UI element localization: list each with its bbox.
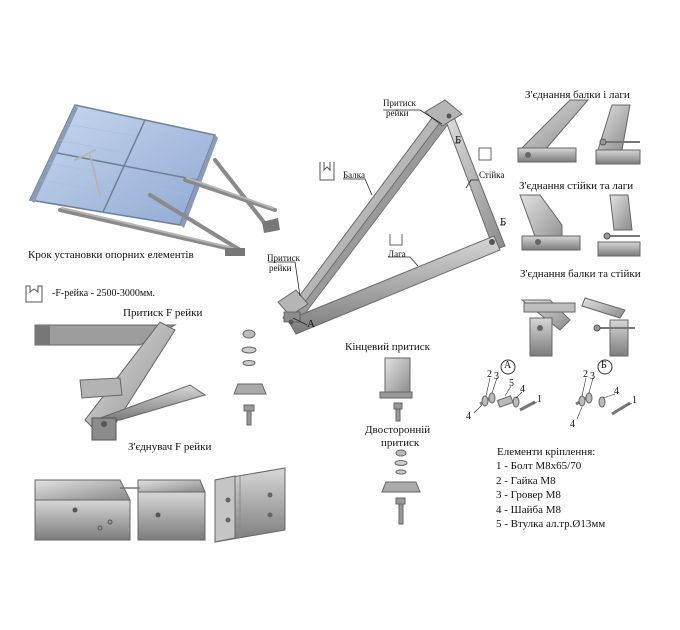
- tube-section-icon: [478, 147, 492, 161]
- fastener-b-num-4-top: 4: [614, 386, 619, 397]
- circle-mark-a: А: [504, 360, 512, 371]
- circle-mark-b: Б: [601, 360, 607, 371]
- double-clamp-title-line2: притиск: [381, 437, 420, 449]
- rail-length-note: -F-рейка - 2500-3000мм.: [52, 288, 155, 299]
- f-rail-connector-detail: [34, 479, 206, 541]
- label-leader-lines: [268, 109, 505, 326]
- beam-post-detail: [520, 297, 635, 357]
- pressure-top-label-2: рейки: [386, 108, 409, 118]
- fastener-a-num-1: 1: [537, 394, 542, 405]
- mark-a: А: [307, 318, 315, 330]
- beam-lag-detail: [517, 99, 641, 165]
- clamp-f-title: Притиск F рейки: [123, 307, 203, 319]
- fastener-b-num-3: 3: [590, 371, 595, 382]
- fastener-item: 3 - Гровер М8: [496, 489, 561, 501]
- f-rail-clamp-detail: [34, 321, 207, 441]
- post-lag-detail: [519, 194, 641, 257]
- main-triangle-frame: [277, 99, 506, 335]
- rail-profile-small-icon: [389, 234, 403, 246]
- fastener-item: 5 - Втулка ал.тр.Ø13мм: [496, 518, 606, 530]
- solar-array-illustration: [28, 104, 280, 256]
- fastener-a-num-5: 5: [509, 378, 514, 389]
- clamp-parts-stack: [233, 329, 267, 426]
- pressure-top-label-1: Притиск: [383, 98, 416, 108]
- fastener-set-b: [575, 359, 631, 416]
- fastener-a-num-3: 3: [494, 371, 499, 382]
- beam-post-title: З'єднання балки та стійки: [520, 268, 641, 280]
- end-clamp-title: Кінцевий притиск: [345, 341, 430, 353]
- fastener-b-num-4-bottom: 4: [570, 419, 575, 430]
- fasteners-list: 1 - Болт М8х65/70 2 - Гайка М8 3 - Грове…: [496, 459, 605, 532]
- pressure-left-label-2: рейки: [269, 263, 292, 273]
- fastener-item: 4 - Шайба М8: [496, 503, 562, 516]
- double-clamp-illustration: [381, 449, 421, 525]
- fastener-a-num-4-top: 4: [520, 384, 525, 395]
- fastener-leaders: [473, 377, 633, 420]
- fastener-a-num-2: 2: [487, 369, 492, 380]
- fastener-b-num-1: 1: [632, 395, 637, 406]
- pressure-left-label-1: Притиск: [267, 253, 300, 263]
- end-clamp-illustration: [379, 357, 413, 422]
- fastener-set-a: [479, 359, 536, 412]
- mark-b-right: Б: [500, 216, 507, 228]
- step-title: Крок установки опорних елементів: [28, 249, 194, 261]
- connector-f-title: З'єднувач F рейки: [128, 441, 212, 453]
- lag-label: Лага: [388, 249, 406, 259]
- fastener-b-num-2: 2: [583, 369, 588, 380]
- post-label: Стійка: [479, 170, 505, 180]
- post-lag-title: З'єднання стійки та лаги: [519, 180, 634, 192]
- fastener-a-num-4-bottom: 4: [466, 411, 471, 422]
- fastener-item: 2 - Гайка М8: [496, 474, 556, 487]
- f-rail-profile-icon: [319, 162, 335, 181]
- beam-label: Балка: [343, 170, 365, 180]
- beam-lag-title: З'єднання балки і лаги: [525, 89, 630, 101]
- f-rail-connector-part: [214, 467, 286, 543]
- mark-b-top: Б: [455, 134, 462, 146]
- fasteners-title: Елементи кріплення:: [497, 446, 596, 458]
- f-rail-icon: [25, 285, 43, 303]
- fastener-item: 1 - Болт М8х65/70: [496, 460, 582, 472]
- double-clamp-title-line1: Двосторонній: [365, 424, 431, 436]
